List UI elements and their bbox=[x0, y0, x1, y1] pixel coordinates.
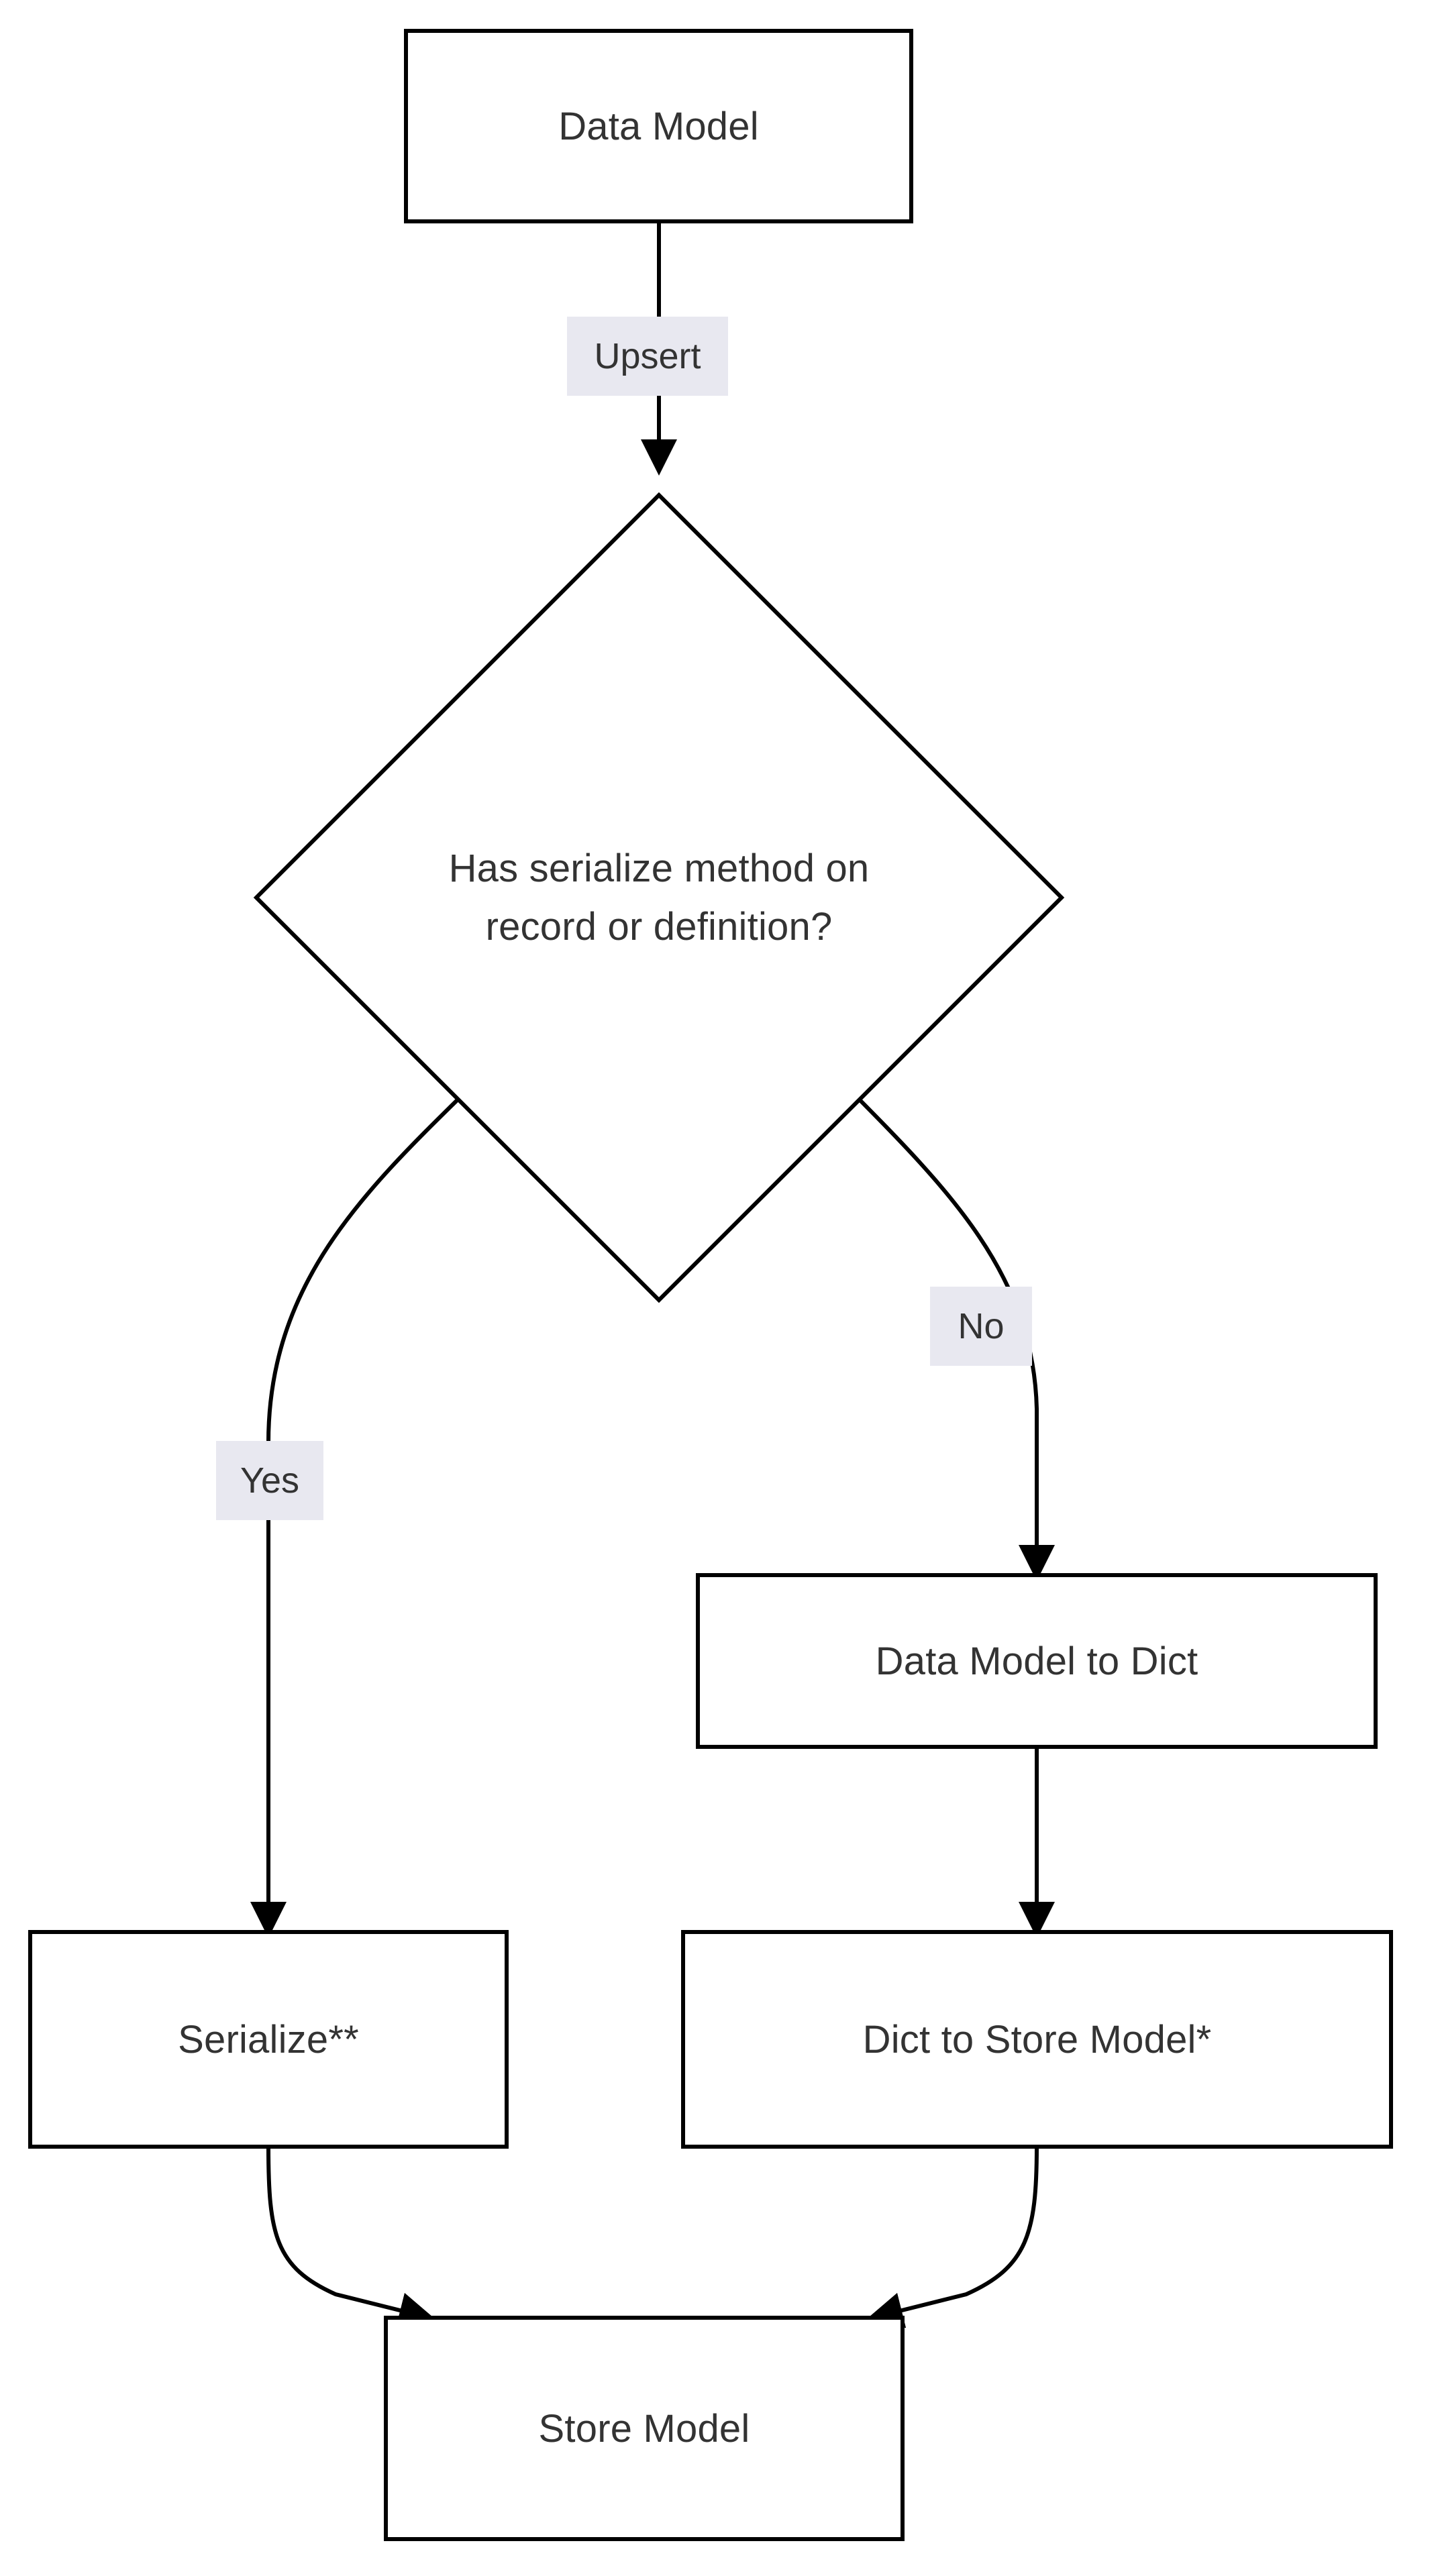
node-data-model[interactable] bbox=[404, 29, 913, 223]
edge-decision-to-data-model-to-dict bbox=[831, 1071, 1055, 1581]
node-dict-to-store-model[interactable] bbox=[681, 1930, 1393, 2149]
edge-decision-to-serialize bbox=[250, 1071, 486, 1938]
node-store-model[interactable] bbox=[384, 2316, 905, 2541]
node-serialize[interactable] bbox=[28, 1930, 509, 2149]
edge-serialize-to-store-model bbox=[266, 2146, 435, 2328]
node-data-model-to-dict[interactable] bbox=[696, 1573, 1378, 1749]
edge-label-yes: Yes bbox=[216, 1441, 323, 1520]
edge-label-upsert: Upsert bbox=[567, 317, 728, 396]
upsert-text: Upsert bbox=[594, 336, 701, 376]
no-text: No bbox=[958, 1306, 1005, 1346]
node-decision[interactable] bbox=[253, 492, 1065, 1303]
edge-dict-to-store-model-to-store-model bbox=[866, 2146, 1039, 2328]
yes-text: Yes bbox=[240, 1460, 300, 1501]
edge-label-no: No bbox=[930, 1287, 1032, 1366]
